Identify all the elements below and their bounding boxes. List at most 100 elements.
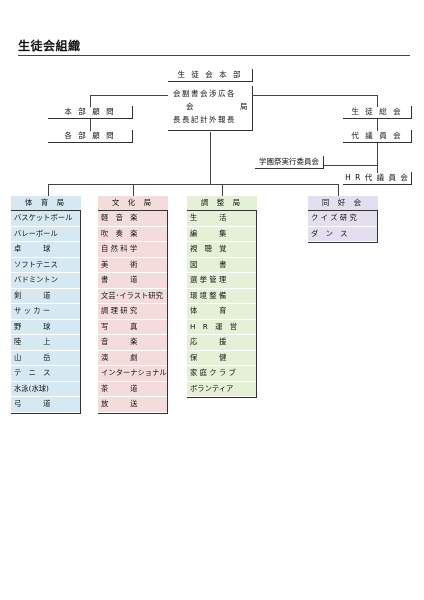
sports-item-list: バスケットボールバレーボール卓 球ソフトテニスバドミントン剣 道サ ッ カ ー野… [11, 211, 81, 414]
list-item-label: 美 術 [101, 259, 138, 269]
connector-col-culture [133, 184, 134, 196]
list-item: 保 健 [187, 350, 256, 366]
list-item: バドミントン [11, 273, 80, 289]
connector-hq-down [210, 132, 211, 184]
list-item: 演 劇 [98, 350, 167, 366]
list-item-label: テ ニ ス [14, 368, 51, 377]
list-item: ダ ン ス [308, 226, 377, 242]
list-item: 卓 球 [11, 242, 80, 258]
list-item-label: インターナショナル [101, 368, 167, 377]
officers-row-2b: 局 [240, 102, 248, 111]
list-item-label: ク イ ズ 研 究 [311, 213, 357, 222]
list-item-label: 図 書 [190, 259, 227, 269]
list-item: 吹 奏 楽 [98, 226, 167, 242]
list-item: 水泳(水球) [11, 381, 80, 397]
list-item-label: 音 楽 [101, 337, 138, 346]
connector-col-coordination [222, 184, 223, 196]
dept-advisors-label: 各 部 顧 問 [64, 131, 116, 140]
list-item-label: ソフトテニス [14, 259, 58, 269]
list-item: 編 集 [187, 226, 256, 242]
connector-hq-left [90, 95, 168, 96]
headquarters-label: 生 徒 会 本 部 [177, 70, 243, 79]
list-item: 山 岳 [11, 350, 80, 366]
list-item-label: H R 運 営 [190, 321, 238, 331]
list-item: テ ニ ス [11, 366, 80, 382]
list-item: 剣 道 [11, 288, 80, 304]
list-item: 美 術 [98, 257, 167, 273]
sports-department-column: 体 育 局バスケットボールバレーボール卓 球ソフトテニスバドミントン剣 道サ ッ… [11, 196, 81, 414]
list-item-label: バレーボール [14, 228, 58, 238]
officers-row-2a: 会 [186, 102, 194, 111]
list-item-label: 体 育 [190, 306, 227, 315]
list-item: 書 道 [98, 273, 167, 289]
connector-advisors-between [90, 119, 91, 131]
list-item-label: 演 劇 [101, 352, 138, 362]
officers-block: 会副書会渉広各 会 局 長長記計外報長 [168, 86, 253, 131]
connector-col-sports [48, 184, 49, 196]
list-item: 環 境 整 備 [187, 288, 256, 304]
list-item: 視 聴 覚 [187, 242, 256, 258]
coordination-column-header: 調 整 局 [187, 196, 257, 211]
festival-committee-node: 学園祭実行委員会 [255, 156, 324, 169]
list-item: 生 活 [187, 211, 256, 227]
list-item: 自 然 科 学 [98, 242, 167, 258]
list-item: 図 書 [187, 257, 256, 273]
connector-festival-horizontal [323, 165, 377, 166]
list-item-label: 茶 道 [101, 383, 138, 393]
list-item: サ ッ カ ー [11, 304, 80, 320]
list-item: 文芸･イラスト研究 [98, 288, 167, 304]
list-item-label: 調 理 研 究 [101, 306, 138, 315]
list-item-label: ダ ン ス [311, 228, 348, 238]
connector-right-vertical-3 [377, 143, 378, 173]
list-item: ソフトテニス [11, 257, 80, 273]
list-item-label: 軽 音 楽 [101, 213, 138, 222]
culture-item-list: 軽 音 楽吹 奏 楽自 然 科 学美 術書 道文芸･イラスト研究調 理 研 究写… [98, 211, 168, 414]
list-item-label: 放 送 [101, 399, 138, 408]
headquarters-node: 生 徒 会 本 部 [168, 69, 253, 82]
hr-council-label: H R 代 議 員 会 [345, 173, 409, 182]
list-item-label: 生 活 [190, 213, 227, 222]
list-item-label: サ ッ カ ー [14, 306, 51, 315]
head-advisor-label: 本 部 顧 問 [64, 107, 116, 116]
list-item: ボランティア [187, 381, 256, 397]
list-item-label: 写 真 [101, 321, 138, 331]
list-item: 軽 音 楽 [98, 211, 167, 227]
list-item-label: 山 岳 [14, 352, 51, 362]
connector-right-vertical-1 [377, 95, 378, 107]
list-item: ク イ ズ 研 究 [308, 211, 377, 227]
list-item: 放 送 [98, 397, 167, 413]
list-item-label: 応 援 [190, 337, 227, 346]
festival-committee-label: 学園祭実行委員会 [259, 157, 319, 166]
list-item-label: 剣 道 [14, 290, 51, 300]
culture-department-column: 文 化 局軽 音 楽吹 奏 楽自 然 科 学美 術書 道文芸･イラスト研究調 理… [98, 196, 168, 414]
officers-row-3: 長長記計外報長 [173, 115, 236, 124]
connector-right-vertical-2 [377, 119, 378, 131]
list-item: 応 援 [187, 335, 256, 351]
coordination-item-list: 生 活編 集視 聴 覚図 書選 挙 管 理環 境 整 備体 育 H R 運 営応 … [187, 211, 257, 398]
hobby-item-list: ク イ ズ 研 究ダ ン ス [308, 211, 378, 243]
list-item-label: 卓 球 [14, 244, 51, 253]
list-item: 選 挙 管 理 [187, 273, 256, 289]
head-advisor-node: 本 部 顧 問 [48, 106, 133, 119]
title-divider [18, 55, 410, 56]
coordination-department-column: 調 整 局生 活編 集視 聴 覚図 書選 挙 管 理環 境 整 備体 育 H R … [187, 196, 257, 398]
list-item-label: バドミントン [14, 275, 58, 284]
hr-council-node: H R 代 議 員 会 [343, 172, 412, 185]
list-item-label: 自 然 科 学 [101, 244, 138, 253]
sports-column-header: 体 育 局 [11, 196, 81, 211]
list-item: 体 育 [187, 304, 256, 320]
list-item-label: 編 集 [190, 228, 227, 238]
list-item-label: バスケットボール [14, 213, 73, 222]
list-item-label: 選 挙 管 理 [190, 275, 227, 284]
list-item: H R 運 営 [187, 319, 256, 335]
list-item-label: 文芸･イラスト研究 [101, 290, 163, 300]
dept-advisors-node: 各 部 顧 問 [48, 130, 133, 143]
list-item-label: 視 聴 覚 [190, 244, 227, 253]
general-assembly-node: 生 徒 総 会 [343, 106, 412, 119]
connector-bus [48, 184, 338, 185]
list-item: 野 球 [11, 319, 80, 335]
connector-col-hobby [338, 184, 339, 196]
list-item: 家 庭 ク ラ ブ [187, 366, 256, 382]
list-item: 弓 道 [11, 397, 80, 413]
list-item: 調 理 研 究 [98, 304, 167, 320]
